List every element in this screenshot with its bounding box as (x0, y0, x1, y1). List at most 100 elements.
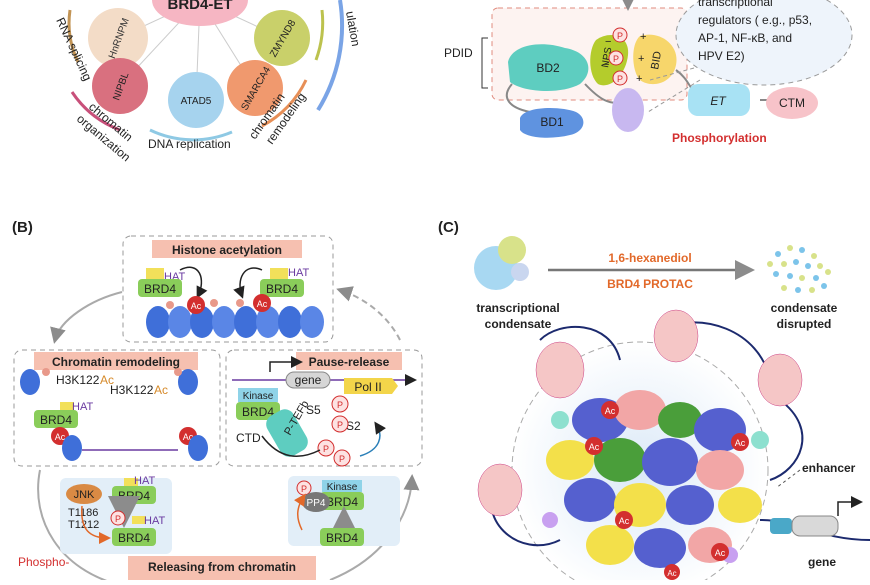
releasing-title: Releasing from chromatin (148, 560, 296, 574)
ac-mark (601, 401, 619, 419)
hat-label: HAT (144, 515, 165, 527)
ac-mark (253, 294, 271, 312)
phospho-p: P (339, 454, 345, 464)
node-atad5 (168, 72, 224, 128)
phospho-p: P (115, 514, 121, 524)
phospho-arrow (359, 421, 386, 457)
ac-label: Ac (605, 406, 616, 416)
chromatin-remodeling-title: Chromatin remodeling (52, 355, 180, 369)
acetylation-arrow (233, 267, 263, 299)
kinase-block (322, 480, 362, 492)
ctd-label: CTD (236, 431, 261, 445)
regulators-line-1: transcriptional (698, 0, 773, 9)
arc-dna-replication (149, 128, 233, 142)
ac-label: Ac (183, 432, 194, 442)
label-regulation: ulation (343, 10, 363, 47)
s2-label: S2 (346, 419, 361, 433)
ac-label: Ac (715, 548, 726, 558)
pp4-shape (302, 492, 330, 512)
ac-label: Ac (257, 299, 268, 309)
dna-loop (769, 399, 804, 481)
t1186-label: T1186 (68, 507, 98, 519)
arc-regulation (316, 0, 344, 112)
brd4-label: BRD4 (326, 531, 358, 545)
h3k122-label: H3K122 (110, 383, 154, 397)
cycle-arrow (336, 286, 401, 341)
phospho-label: Phospho- (18, 555, 69, 569)
phospho-p: P (337, 400, 343, 410)
charge-minus: − (603, 59, 609, 71)
arc-chromatin-organization (70, 91, 121, 132)
brd4-block (112, 528, 156, 546)
ac-suffix: Ac (100, 373, 114, 387)
charge-plus: + (638, 53, 644, 65)
bd2-domain (508, 44, 589, 91)
pause-release-box (225, 349, 423, 467)
charge-minus: − (605, 36, 611, 48)
purple-domain (612, 88, 644, 132)
gene-label: gene (808, 555, 836, 569)
transcriptional-label: transcriptional (476, 301, 559, 315)
phosphorylation-label: Phosphorylation (672, 131, 767, 145)
acetylation-arrow (179, 266, 208, 299)
brd4-label: BRD4 (144, 282, 176, 296)
ac-mark (664, 564, 680, 580)
arc-rna-splicing (67, 9, 80, 63)
phospho-p: P (613, 54, 619, 64)
bid-label: BID (649, 50, 664, 70)
nucleosome-row (146, 306, 324, 338)
chromatin-remodeling-box (13, 349, 221, 467)
nucleosome (178, 369, 198, 395)
ac-label: Ac (735, 438, 746, 448)
jnk-label: JNK (74, 489, 95, 501)
ac-mark (731, 433, 749, 451)
bd1-label: BD1 (540, 115, 564, 129)
pol-ii-label: Pol II (354, 380, 381, 394)
pp4-arrow (294, 493, 306, 531)
center-node (152, 0, 248, 26)
regulators-bubble (675, 0, 853, 86)
pause-release-title-bg (296, 352, 402, 370)
brd4-block (236, 402, 280, 420)
node-hnrnpm (88, 8, 148, 68)
kinase-label: Kinase (243, 391, 274, 402)
nucleosome (62, 435, 82, 461)
jnk-shape (66, 484, 102, 504)
brd4-label: BRD4 (118, 489, 150, 503)
nucleosome (20, 369, 40, 395)
ac-mark (615, 511, 633, 529)
ac-label: Ac (667, 569, 676, 578)
hexanediol-label: 1,6-hexanediol (608, 251, 691, 265)
ac-mark (711, 543, 729, 561)
acetyl-dot (42, 368, 50, 376)
histone-acetylation-box (122, 235, 334, 343)
bd1-domain (520, 108, 584, 138)
dashed-link (649, 67, 695, 81)
ac-label: Ac (619, 516, 630, 526)
s5-label: S5 (306, 403, 321, 417)
et-label: ET (710, 94, 727, 108)
phospho-site (612, 70, 628, 86)
gene-element (791, 515, 839, 537)
hat-label: HAT (288, 267, 309, 279)
phospho-site (331, 395, 349, 413)
charge-plus: + (640, 31, 646, 43)
acetyl-dot (210, 299, 218, 307)
phospho-p: P (337, 420, 343, 430)
ptefb-block (266, 409, 308, 457)
phospho-p: P (617, 31, 623, 41)
panel-c-label: (C) (438, 219, 459, 236)
ac-label: Ac (589, 442, 600, 452)
panel-a-interactome: BRD4-ET HnRNPM NIPBL ATAD5 SMARCA4 ZMYND… (53, 0, 363, 164)
center-label: BRD4-ET (167, 0, 232, 13)
hat-shape (146, 268, 164, 280)
node-zmynd8 (254, 10, 310, 66)
node-smarca4 (227, 60, 283, 116)
ctd-tail (261, 435, 321, 457)
histone-acetylation-title-bg (152, 240, 302, 258)
enhancer-pointer (775, 469, 801, 489)
bid-domain (633, 34, 677, 85)
acetyl-dot (236, 299, 244, 307)
gene-box (285, 371, 331, 389)
phospho-site (331, 415, 349, 433)
